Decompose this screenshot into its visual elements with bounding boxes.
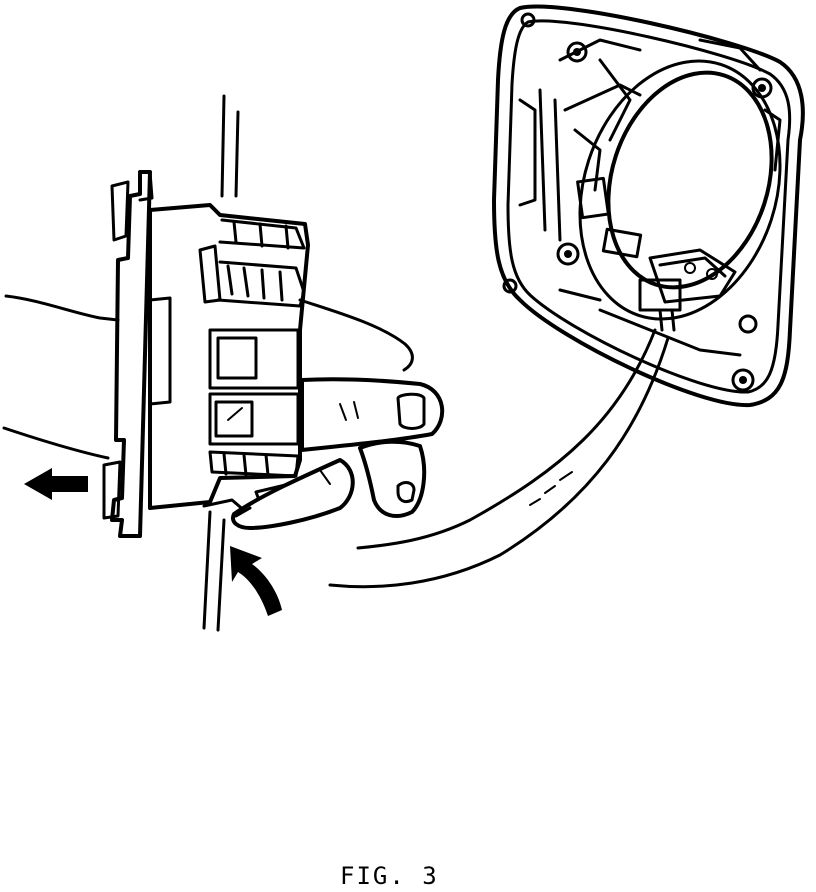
- left-arrow-icon: [24, 468, 88, 500]
- figure-caption: FIG. 3: [340, 862, 439, 890]
- connection-cable: [328, 328, 670, 589]
- device-insert: [102, 170, 310, 538]
- wall-box: [492, 4, 805, 408]
- wall-surface: [202, 94, 240, 632]
- hand: [2, 294, 445, 530]
- curved-up-arrow-icon: [230, 546, 282, 616]
